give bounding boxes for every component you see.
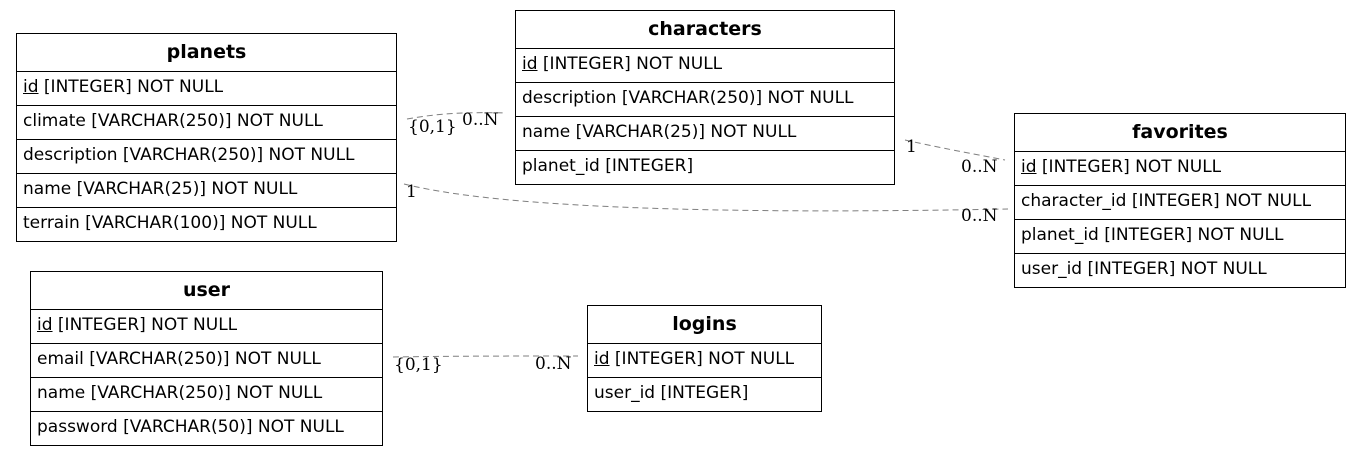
field-text: name [VARCHAR(25)] NOT NULL bbox=[522, 122, 797, 142]
edge-user-logins bbox=[392, 355, 579, 358]
entity-title: logins bbox=[588, 306, 821, 344]
field-text: name [VARCHAR(250)] NOT NULL bbox=[37, 383, 323, 403]
primary-key: id bbox=[522, 54, 538, 74]
field-text: terrain [VARCHAR(100)] NOT NULL bbox=[23, 213, 317, 233]
field-row: email [VARCHAR(250)] NOT NULL bbox=[31, 344, 382, 378]
entity-user[interactable]: user id [INTEGER] NOT NULL email [VARCHA… bbox=[30, 271, 383, 446]
field-row: description [VARCHAR(250)] NOT NULL bbox=[17, 140, 396, 174]
field-row: planet_id [INTEGER] NOT NULL bbox=[1015, 220, 1345, 254]
field-row: name [VARCHAR(250)] NOT NULL bbox=[31, 378, 382, 412]
entity-title: planets bbox=[17, 34, 396, 72]
card-planets-characters-to: 0..N bbox=[462, 110, 499, 130]
field-row: name [VARCHAR(25)] NOT NULL bbox=[516, 117, 894, 151]
field-row: id [INTEGER] NOT NULL bbox=[1015, 152, 1345, 186]
card-planets-favorites-to: 0..N bbox=[961, 206, 998, 226]
primary-key: id bbox=[594, 349, 610, 369]
primary-key: id bbox=[37, 315, 53, 335]
edge-planets-favorites bbox=[403, 183, 1009, 212]
field-row: planet_id [INTEGER] bbox=[516, 151, 894, 184]
field-text: planet_id [INTEGER] NOT NULL bbox=[1021, 225, 1284, 245]
field-text: [INTEGER] NOT NULL bbox=[537, 54, 723, 74]
card-characters-favorites-to: 0..N bbox=[961, 157, 998, 177]
field-row: password [VARCHAR(50)] NOT NULL bbox=[31, 412, 382, 445]
primary-key: id bbox=[23, 77, 39, 97]
field-text: [INTEGER] NOT NULL bbox=[609, 349, 795, 369]
field-text: email [VARCHAR(250)] NOT NULL bbox=[37, 349, 321, 369]
field-text: user_id [INTEGER] NOT NULL bbox=[1021, 259, 1267, 279]
field-row: id [INTEGER] NOT NULL bbox=[31, 310, 382, 344]
field-row: terrain [VARCHAR(100)] NOT NULL bbox=[17, 208, 396, 241]
field-text: password [VARCHAR(50)] NOT NULL bbox=[37, 417, 344, 437]
field-row: character_id [INTEGER] NOT NULL bbox=[1015, 186, 1345, 220]
field-text: planet_id [INTEGER] bbox=[522, 156, 694, 176]
field-row: user_id [INTEGER] NOT NULL bbox=[1015, 254, 1345, 287]
field-text: [INTEGER] NOT NULL bbox=[1036, 157, 1222, 177]
field-text: [INTEGER] NOT NULL bbox=[52, 315, 238, 335]
entity-title: characters bbox=[516, 11, 894, 49]
field-row: description [VARCHAR(250)] NOT NULL bbox=[516, 83, 894, 117]
card-planets-favorites-from: 1 bbox=[406, 182, 417, 202]
field-row: id [INTEGER] NOT NULL bbox=[516, 49, 894, 83]
field-row: name [VARCHAR(25)] NOT NULL bbox=[17, 174, 396, 208]
primary-key: id bbox=[1021, 157, 1037, 177]
field-row: id [INTEGER] NOT NULL bbox=[588, 344, 821, 378]
field-text: [INTEGER] NOT NULL bbox=[38, 77, 224, 97]
field-row: climate [VARCHAR(250)] NOT NULL bbox=[17, 106, 396, 140]
field-text: user_id [INTEGER] bbox=[594, 383, 749, 403]
entity-logins[interactable]: logins id [INTEGER] NOT NULL user_id [IN… bbox=[587, 305, 822, 412]
card-user-logins-to: 0..N bbox=[535, 354, 572, 374]
field-text: description [VARCHAR(250)] NOT NULL bbox=[522, 88, 854, 108]
field-text: character_id [INTEGER] NOT NULL bbox=[1021, 191, 1312, 211]
entity-planets[interactable]: planets id [INTEGER] NOT NULL climate [V… bbox=[16, 33, 397, 242]
entity-characters[interactable]: characters id [INTEGER] NOT NULL descrip… bbox=[515, 10, 895, 185]
field-text: name [VARCHAR(25)] NOT NULL bbox=[23, 179, 298, 199]
card-characters-favorites-from: 1 bbox=[906, 137, 917, 157]
entity-title: favorites bbox=[1015, 114, 1345, 152]
field-row: id [INTEGER] NOT NULL bbox=[17, 72, 396, 106]
card-user-logins-from: {0,1} bbox=[394, 355, 443, 375]
card-planets-characters-from: {0,1} bbox=[408, 117, 457, 137]
entity-title: user bbox=[31, 272, 382, 310]
entity-favorites[interactable]: favorites id [INTEGER] NOT NULL characte… bbox=[1014, 113, 1346, 288]
field-text: description [VARCHAR(250)] NOT NULL bbox=[23, 145, 355, 165]
field-row: user_id [INTEGER] bbox=[588, 378, 821, 411]
edge-characters-favorites bbox=[904, 139, 1006, 161]
field-text: climate [VARCHAR(250)] NOT NULL bbox=[23, 111, 323, 131]
